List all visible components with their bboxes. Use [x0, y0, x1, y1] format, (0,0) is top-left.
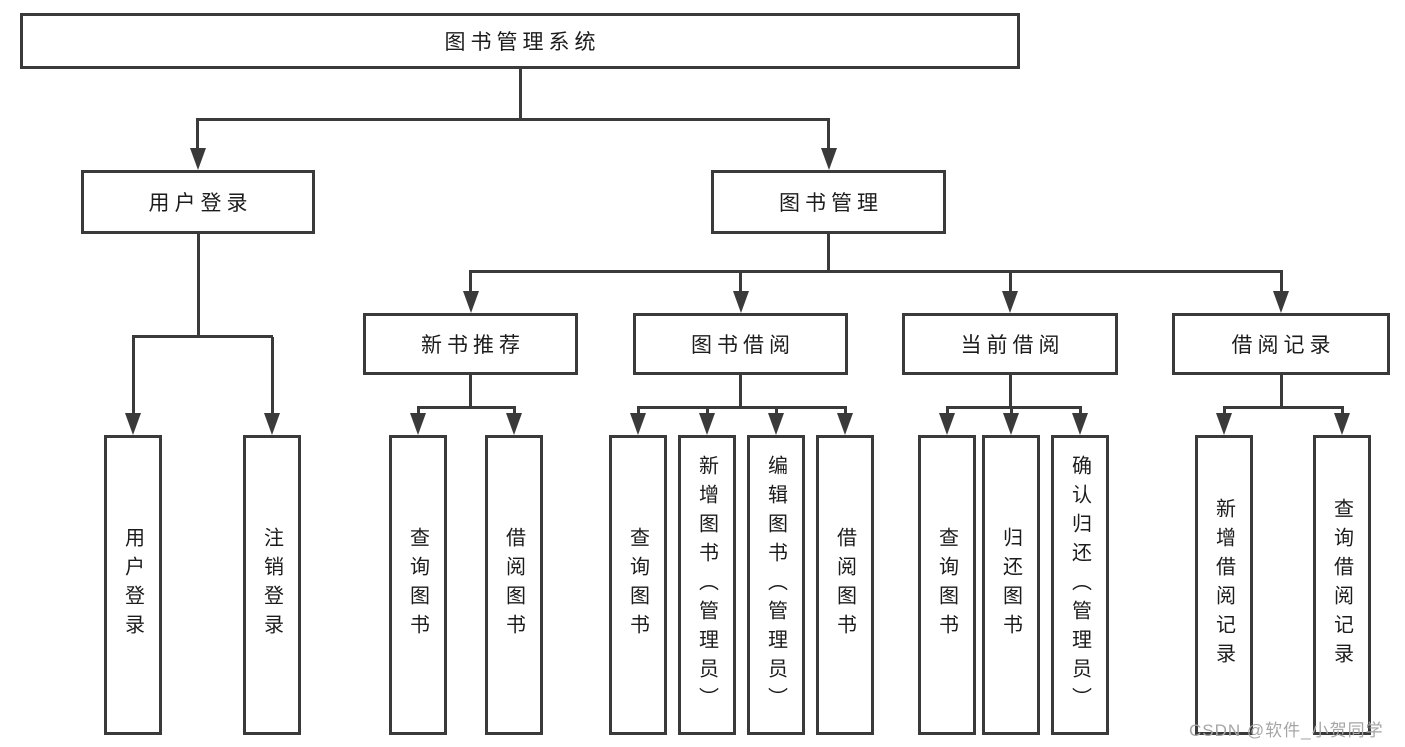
leaf-recommend-query-book: 查询图书: [389, 435, 447, 735]
connector-root-bar: [196, 118, 830, 121]
connector-root-drop-right: [827, 120, 830, 152]
connector-current-borrow-stem: [1008, 375, 1012, 406]
csdn-watermark: CSDN @软件_小贺同学: [1189, 721, 1384, 740]
arrow-down-icon: [699, 413, 715, 435]
arrow-down-icon: [125, 413, 141, 435]
arrow-down-icon: [264, 413, 280, 435]
arrow-down-icon: [1072, 413, 1088, 435]
connector-borrow-record-stem: [1279, 375, 1283, 406]
connector-book-mgmt-drop-3: [1008, 272, 1012, 294]
leaf-record-query-record: 查询借阅记录: [1313, 435, 1371, 735]
connector-book-borrow-bar: [636, 406, 847, 409]
connector-user-login-bar: [131, 335, 273, 338]
arrow-down-icon: [189, 148, 206, 170]
connector-new-book-stem: [469, 375, 472, 406]
connector-user-login-stem: [197, 234, 200, 335]
arrow-down-icon: [820, 148, 837, 170]
connector-book-mgmt-drop-1: [469, 272, 472, 294]
arrow-down-icon: [939, 413, 955, 435]
connector-book-mgmt-drop-4: [1279, 272, 1283, 294]
connector-current-borrow-bar: [945, 406, 1082, 409]
node-system-root: 图书管理系统: [20, 13, 1020, 69]
arrow-down-icon: [837, 413, 853, 435]
arrow-down-icon: [1002, 291, 1018, 313]
leaf-record-add-record: 新增借阅记录: [1195, 435, 1253, 735]
connector-user-login-drop-2: [270, 337, 274, 417]
leaf-recommend-borrow-book: 借阅图书: [485, 435, 543, 735]
connector-root-stem: [518, 69, 522, 118]
node-current-borrow: 当前借阅: [902, 313, 1118, 375]
arrow-down-icon: [768, 413, 784, 435]
leaf-borrow-add-book-admin: 新增图书（管理员）: [678, 435, 736, 735]
node-book-borrow: 图书借阅: [633, 313, 848, 375]
leaf-borrow-query-book: 查询图书: [609, 435, 667, 735]
leaf-logout: 注销登录: [243, 435, 301, 735]
arrow-down-icon: [1216, 413, 1232, 435]
arrow-down-icon: [462, 291, 479, 313]
arrow-down-icon: [1334, 413, 1350, 435]
leaf-current-confirm-return-admin: 确认归还（管理员）: [1051, 435, 1109, 735]
connector-book-mgmt-bar: [469, 270, 1283, 273]
arrow-down-icon: [1003, 413, 1019, 435]
leaf-current-query-book: 查询图书: [918, 435, 976, 735]
connector-book-borrow-stem: [739, 375, 742, 406]
connector-book-mgmt-drop-2: [739, 272, 742, 294]
connector-borrow-record-bar: [1222, 406, 1344, 409]
node-new-book-recommend: 新书推荐: [363, 313, 578, 375]
leaf-borrow-edit-book-admin: 编辑图书（管理员）: [747, 435, 805, 735]
node-borrow-record: 借阅记录: [1172, 313, 1390, 375]
arrow-down-icon: [732, 291, 749, 313]
connector-book-mgmt-stem: [827, 234, 830, 270]
arrow-down-icon: [410, 413, 426, 435]
node-book-management: 图书管理: [711, 170, 946, 234]
arrow-down-icon: [506, 413, 522, 435]
arrow-down-icon: [1273, 291, 1289, 313]
leaf-current-return-book: 归还图书: [982, 435, 1040, 735]
connector-user-login-drop-1: [131, 337, 135, 417]
connector-new-book-bar: [416, 406, 516, 409]
leaf-user-login: 用户登录: [104, 435, 162, 735]
connector-root-drop-left: [196, 120, 199, 152]
node-user-login: 用户登录: [81, 170, 315, 234]
leaf-borrow-borrow-book: 借阅图书: [816, 435, 874, 735]
arrow-down-icon: [630, 413, 646, 435]
